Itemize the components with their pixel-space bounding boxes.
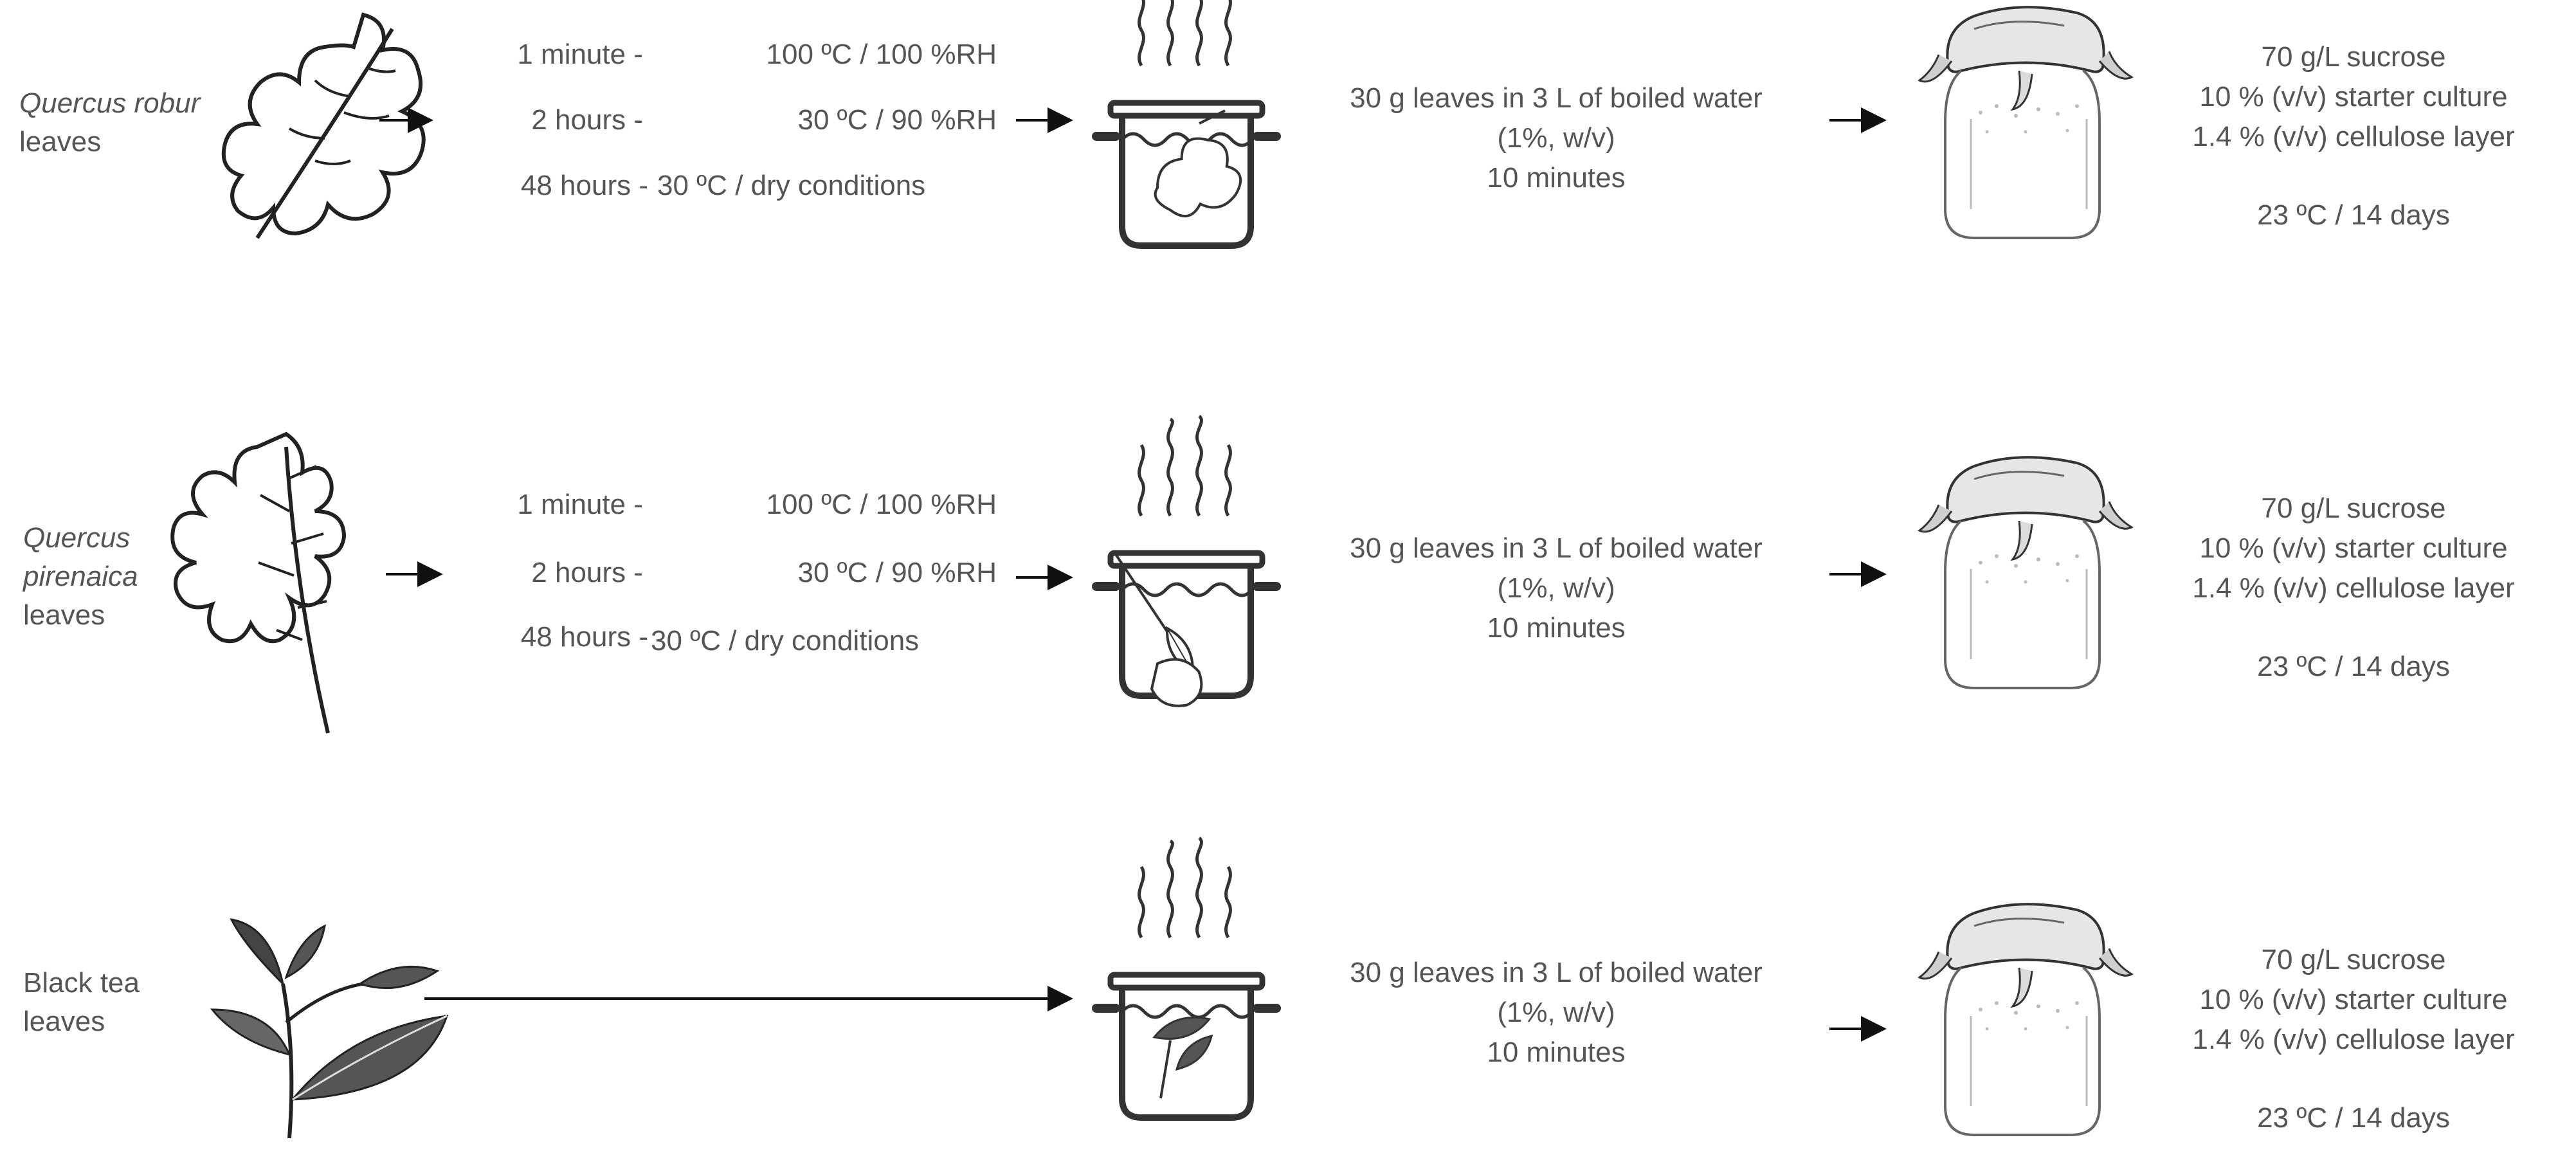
row2-infusion-line-1: 30 g leaves in 3 L of boiled water: [1350, 532, 1763, 564]
row2-drying-condition-2: 30 ºC / 90 %RH: [797, 557, 997, 588]
row1-infusion-line-3: 10 minutes: [1487, 162, 1626, 194]
row3-infusion-line-2: (1%, w/v): [1497, 997, 1615, 1028]
row2-fermentation-line-3: 1.4 % (v/v) cellulose layer: [2192, 572, 2515, 604]
row3-fermentation-line-1: 70 g/L sucrose: [2261, 944, 2446, 975]
row2-infusion-line-2: (1%, w/v): [1497, 572, 1615, 604]
row1-drying-time-3: 48 hours -: [520, 170, 648, 201]
row1-infusion-line-1: 30 g leaves in 3 L of boiled water: [1350, 82, 1763, 114]
row1-drying-condition-2: 30 ºC / 90 %RH: [797, 104, 997, 136]
row1-drying-condition-1: 100 ºC / 100 %RH: [766, 39, 997, 70]
row1-infusion-line-2: (1%, w/v): [1497, 122, 1615, 154]
row1-drying-time-1: 1 minute -: [517, 39, 643, 70]
tea-sprig-icon: [210, 918, 449, 1139]
row1-species-name: Quercus robur: [19, 87, 201, 119]
row1-drying-time-2: 2 hours -: [531, 104, 643, 136]
row2-drying-time-3: 48 hours -: [520, 621, 648, 653]
row2-species-suffix: leaves: [23, 599, 105, 631]
row2-fermentation-line-1: 70 g/L sucrose: [2261, 493, 2446, 524]
row1-species-suffix: leaves: [19, 126, 102, 158]
row3-fermentation-line-5: 23 ºC / 14 days: [2257, 1102, 2450, 1134]
row1-fermentation-line-3: 1.4 % (v/v) cellulose layer: [2192, 121, 2515, 152]
row2-fermentation-line-5: 23 ºC / 14 days: [2257, 651, 2450, 682]
row2-drying-time-1: 1 minute -: [517, 489, 643, 520]
pyrenean-oak-leaf-icon: [170, 431, 347, 734]
covered-jar-icon: [1918, 6, 2133, 239]
row3-infusion-line-1: 30 g leaves in 3 L of boiled water: [1350, 957, 1763, 988]
row3-fermentation-line-2: 10 % (v/v) starter culture: [2199, 984, 2508, 1015]
row1-fermentation-line-1: 70 g/L sucrose: [2261, 41, 2446, 73]
row2-species-name-line-1: Quercus: [23, 522, 131, 554]
oak-leaf-icon: [221, 12, 426, 239]
row3-infusion-line-3: 10 minutes: [1487, 1037, 1626, 1068]
row3-species-suffix: leaves: [23, 1006, 105, 1037]
boiling-pot-icon: [1096, 0, 1276, 246]
row3-species-name: Black tea: [23, 967, 140, 999]
row2-drying-condition-1: 100 ºC / 100 %RH: [766, 489, 997, 520]
covered-jar-icon: [1918, 903, 2133, 1136]
row2-species-name-line-2: pirenaica: [23, 561, 138, 592]
row2-drying-condition-3: 30 ºC / dry conditions: [651, 625, 920, 657]
boiling-pot-icon: [1096, 838, 1276, 1118]
row2-infusion-line-3: 10 minutes: [1487, 612, 1626, 644]
row1-fermentation-line-2: 10 % (v/v) starter culture: [2199, 81, 2508, 113]
row3-fermentation-line-3: 1.4 % (v/v) cellulose layer: [2192, 1024, 2515, 1055]
row2-drying-time-2: 2 hours -: [531, 557, 643, 588]
row1-drying-condition-3: 30 ºC / dry conditions: [657, 170, 926, 201]
row2-fermentation-line-2: 10 % (v/v) starter culture: [2199, 532, 2508, 564]
covered-jar-icon: [1918, 456, 2133, 689]
row1-fermentation-line-5: 23 ºC / 14 days: [2257, 199, 2450, 231]
boiling-pot-icon: [1096, 416, 1276, 707]
